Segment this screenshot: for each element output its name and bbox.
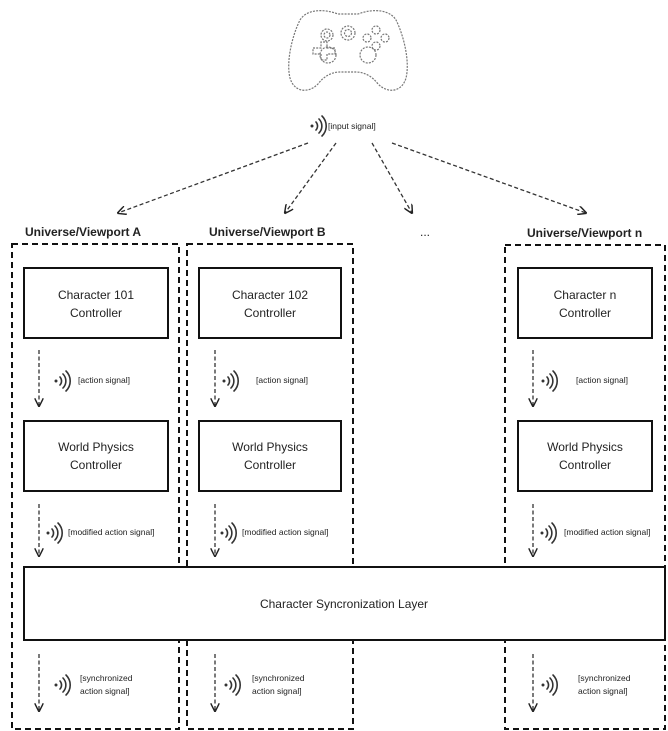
action-signal-label: [action signal] — [78, 375, 130, 385]
world-physics-label: World Physics — [547, 440, 623, 454]
character-101-controller-box — [23, 267, 169, 339]
viewport-a-title: Universe/Viewport A — [25, 225, 141, 239]
synchronized-signal-label: [synchronized — [80, 673, 133, 683]
arrow-to-viewport-a — [118, 142, 309, 213]
viewport-a-column: Character 101 Controller [action signal]… — [23, 267, 169, 711]
world-physics-label: World Physics — [58, 440, 134, 454]
signal-icon — [46, 522, 63, 544]
modified-action-signal-label: [modified action signal] — [564, 527, 650, 537]
signal-icon — [541, 370, 558, 392]
viewport-n-title: Universe/Viewport n — [527, 226, 642, 240]
viewport-b-column: Character 102 Controller [action signal]… — [198, 267, 342, 711]
character-n-label: Character n — [554, 288, 617, 302]
input-signal-icon — [310, 115, 327, 137]
character-n-controller-box — [517, 267, 653, 339]
viewport-n-column: Character n Controller [action signal] W… — [517, 267, 653, 711]
signal-icon — [541, 674, 558, 696]
character-101-label: Character 101 — [58, 288, 134, 302]
arrow-to-ellipsis — [371, 142, 412, 213]
character-101-sublabel: Controller — [70, 306, 122, 320]
signal-icon — [220, 522, 237, 544]
arrow-to-viewport-n — [391, 142, 586, 213]
ellipsis: ... — [420, 225, 430, 239]
synchronized-signal-label: [synchronized — [252, 673, 305, 683]
character-sync-layer-box — [23, 566, 666, 641]
world-physics-sublabel: Controller — [70, 458, 122, 472]
signal-icon — [54, 674, 71, 696]
synchronized-signal-label: [synchronized — [578, 673, 631, 683]
input-arrows — [118, 142, 586, 213]
world-physics-controller-a-box — [23, 420, 169, 492]
character-102-controller-box — [198, 267, 342, 339]
input-signal-label: [input signal] — [328, 121, 376, 131]
world-physics-label: World Physics — [232, 440, 308, 454]
viewport-b-region — [186, 243, 354, 730]
signal-icon — [54, 370, 71, 392]
action-signal-label: [action signal] — [256, 375, 308, 385]
character-102-sublabel: Controller — [244, 306, 296, 320]
character-102-label: Character 102 — [232, 288, 308, 302]
world-physics-controller-n-box — [517, 420, 653, 492]
world-physics-controller-b-box — [198, 420, 342, 492]
modified-action-signal-label: [modified action signal] — [242, 527, 328, 537]
viewport-n-region — [504, 244, 666, 730]
character-n-sublabel: Controller — [559, 306, 611, 320]
signal-icon — [222, 370, 239, 392]
viewport-b-title: Universe/Viewport B — [209, 225, 326, 239]
signal-icon — [224, 674, 241, 696]
arrow-to-viewport-b — [285, 142, 337, 213]
synchronized-signal-label-2: action signal] — [80, 686, 130, 696]
action-signal-label: [action signal] — [576, 375, 628, 385]
world-physics-sublabel: Controller — [559, 458, 611, 472]
modified-action-signal-label: [modified action signal] — [68, 527, 154, 537]
synchronized-signal-label-2: action signal] — [578, 686, 628, 696]
game-controller-icon — [288, 10, 408, 91]
character-sync-layer-label: Character Syncronization Layer — [260, 597, 428, 611]
viewport-a-region — [11, 243, 180, 730]
world-physics-sublabel: Controller — [244, 458, 296, 472]
synchronized-signal-label-2: action signal] — [252, 686, 302, 696]
signal-icon — [540, 522, 557, 544]
